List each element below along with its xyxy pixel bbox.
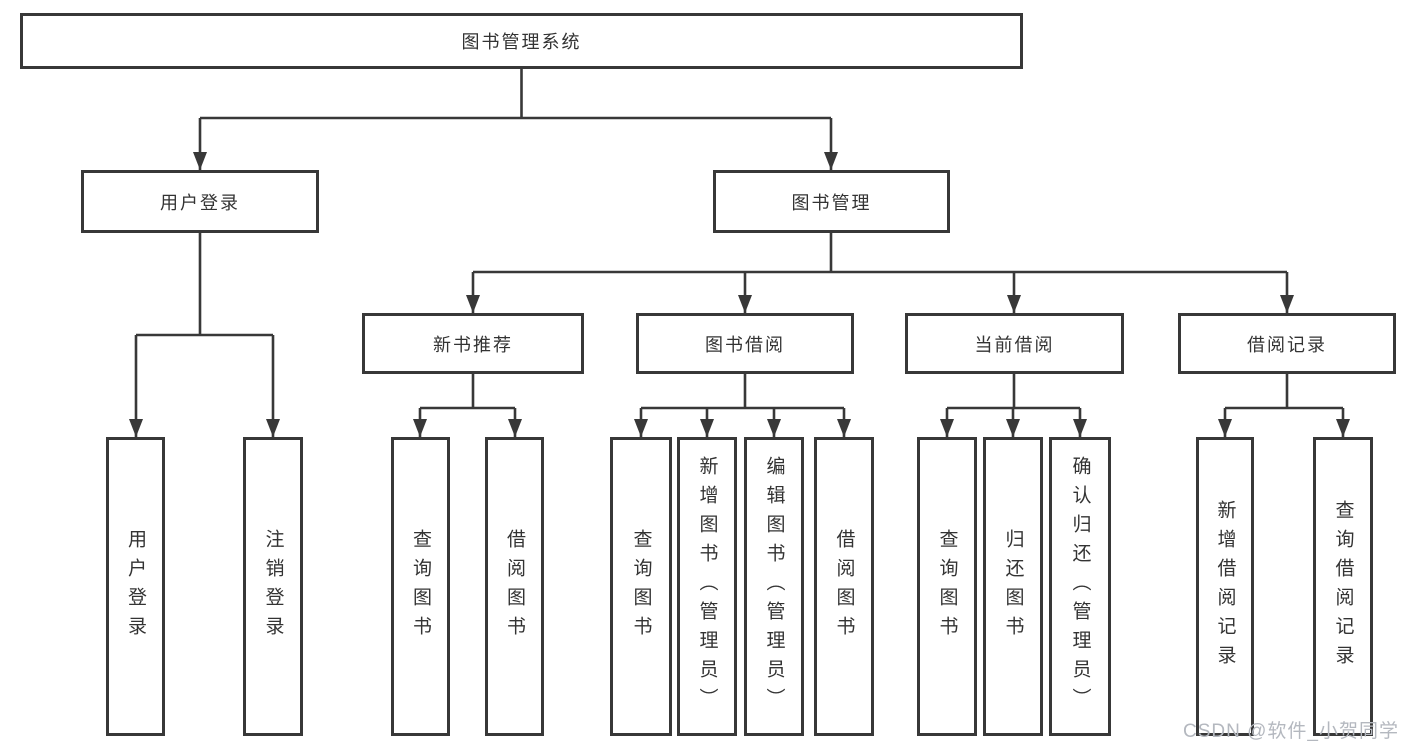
node-label: 用户登录 bbox=[125, 528, 146, 645]
connector-book-management-children bbox=[466, 233, 1294, 313]
leaf-confirm-return-admin: 确认归还（管理员） bbox=[1049, 437, 1111, 736]
connector-user-login-children bbox=[129, 233, 280, 437]
node-label: 查询图书 bbox=[630, 528, 652, 645]
node-label: 借阅记录 bbox=[1247, 334, 1327, 355]
node-label: 新书推荐 bbox=[433, 334, 513, 355]
node-label: 查询图书 bbox=[410, 528, 431, 645]
connector-current-borrow-children bbox=[940, 373, 1087, 437]
node-user-login: 用户登录 bbox=[81, 170, 319, 233]
node-label: 归还图书 bbox=[1002, 528, 1024, 645]
leaf-logout: 注销登录 bbox=[243, 437, 303, 736]
leaf-query-books-current: 查询图书 bbox=[917, 437, 977, 736]
node-label: 确认归还（管理员） bbox=[1069, 456, 1091, 717]
connector-book-borrow-children bbox=[634, 373, 851, 437]
node-label: 新增图书（管理员） bbox=[696, 456, 718, 717]
leaf-query-borrow-record: 查询借阅记录 bbox=[1313, 437, 1373, 736]
node-label: 当前借阅 bbox=[974, 334, 1055, 355]
node-new-book-recommend: 新书推荐 bbox=[362, 313, 584, 374]
leaf-add-borrow-record: 新增借阅记录 bbox=[1196, 437, 1254, 736]
node-label: 借阅图书 bbox=[504, 528, 525, 645]
leaf-borrow-books-recommend: 借阅图书 bbox=[485, 437, 544, 736]
connector-borrow-records-children bbox=[1218, 373, 1350, 437]
leaf-add-book-admin: 新增图书（管理员） bbox=[677, 437, 737, 736]
node-label: 查询图书 bbox=[936, 528, 958, 645]
node-current-borrow: 当前借阅 bbox=[905, 313, 1124, 374]
connector-new-book-recommend-children bbox=[413, 373, 522, 437]
node-label: 借阅图书 bbox=[833, 528, 855, 645]
node-label: 用户登录 bbox=[160, 192, 240, 213]
node-label: 图书管理 bbox=[791, 192, 872, 213]
node-borrow-records: 借阅记录 bbox=[1178, 313, 1396, 374]
node-label: 编辑图书（管理员） bbox=[763, 456, 785, 717]
leaf-query-books-recommend: 查询图书 bbox=[391, 437, 450, 736]
leaf-query-books-borrow: 查询图书 bbox=[610, 437, 672, 736]
node-label: 图书借阅 bbox=[705, 334, 785, 355]
leaf-borrow-books: 借阅图书 bbox=[814, 437, 874, 736]
leaf-return-book: 归还图书 bbox=[983, 437, 1043, 736]
leaf-user-login: 用户登录 bbox=[106, 437, 165, 736]
node-book-management: 图书管理 bbox=[713, 170, 950, 233]
node-book-borrow: 图书借阅 bbox=[636, 313, 854, 374]
node-label: 注销登录 bbox=[262, 528, 284, 645]
csdn-watermark: CSDN @软件_小贺同学 bbox=[1183, 721, 1399, 742]
leaf-edit-book-admin: 编辑图书（管理员） bbox=[744, 437, 804, 736]
node-label: 图书管理系统 bbox=[461, 32, 582, 52]
node-label: 查询借阅记录 bbox=[1332, 499, 1354, 674]
connector-root-to-level2 bbox=[193, 69, 838, 170]
node-label: 新增借阅记录 bbox=[1214, 499, 1236, 674]
node-root: 图书管理系统 bbox=[20, 13, 1023, 69]
